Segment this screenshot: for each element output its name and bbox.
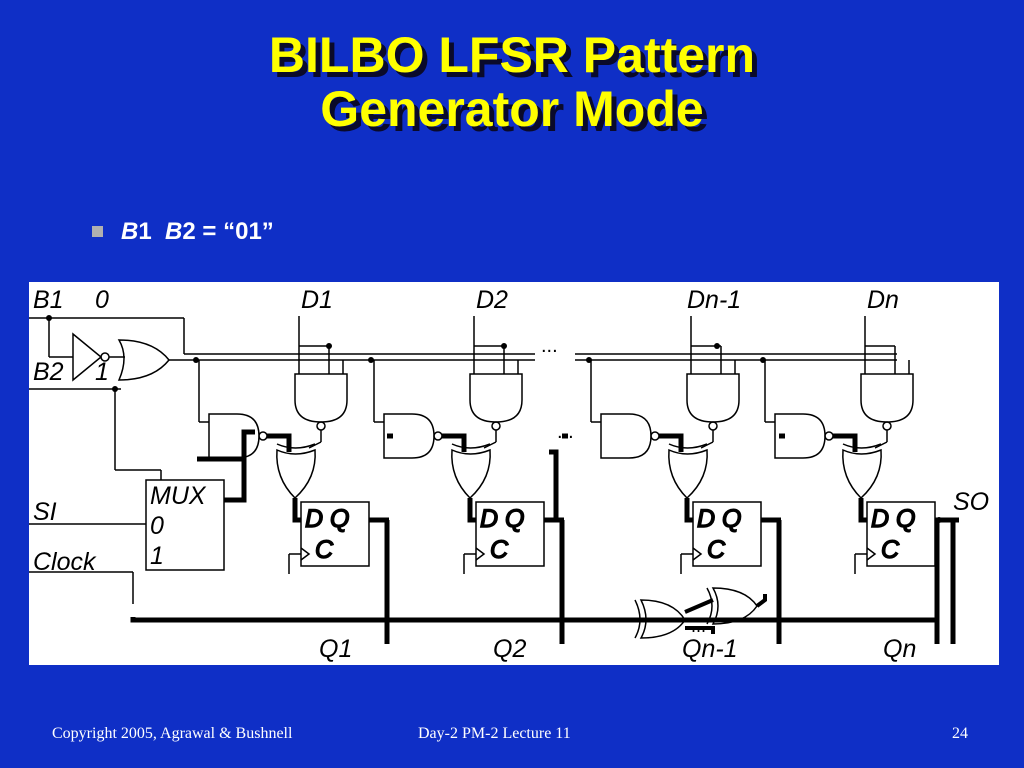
label-qn: Qn <box>883 635 916 663</box>
flipflop-dq-label: D Q <box>305 505 349 533</box>
label-b1: B1 <box>33 286 64 314</box>
label-zero: 0 <box>95 286 109 314</box>
lfsr-stage: D Q C <box>764 316 956 644</box>
footer-page-number: 24 <box>952 725 968 742</box>
label-d1: D1 <box>301 286 333 314</box>
bullet-item: B1 B2 = “01” <box>92 218 274 246</box>
flipflop-c-label: C <box>881 536 900 564</box>
flipflop-dq-label: D Q <box>871 505 915 533</box>
title-shadow-line2: Generator Mode <box>325 86 709 142</box>
lfsr-stage: D Q C <box>590 316 785 644</box>
label-b2: B2 <box>33 358 64 386</box>
label-one: 1 <box>95 358 109 386</box>
label-dn: Dn <box>867 286 899 314</box>
mux-title: MUX <box>150 482 207 510</box>
flipflop-c-label: C <box>490 536 509 564</box>
dots-bottom: ... <box>585 605 602 627</box>
title-shadow-line1: BILBO LFSR Pattern <box>273 32 761 88</box>
label-clock: Clock <box>33 548 97 576</box>
title-line1: BILBO LFSR Pattern <box>268 27 756 83</box>
mux-input-1: 1 <box>150 542 164 570</box>
label-q2: Q2 <box>493 635 526 663</box>
label-so: SO <box>953 488 989 516</box>
flipflop-c-label: C <box>707 536 726 564</box>
bullet-b2-italic: B <box>165 218 183 245</box>
label-si: SI <box>33 498 57 526</box>
label-q1: Q1 <box>319 635 352 663</box>
footer-copyright: Copyright 2005, Agrawal & Bushnell <box>52 725 293 742</box>
slide-title: BILBO LFSR Pattern Generator Mode <box>0 28 1024 136</box>
bullet-b1-italic: B <box>121 218 139 245</box>
label-d2: D2 <box>476 286 508 314</box>
dots-mid: ... <box>557 421 574 443</box>
label-dn1: Dn-1 <box>687 286 741 314</box>
flipflop-c-label: C <box>315 536 334 564</box>
title-line2: Generator Mode <box>320 81 704 137</box>
label-qn1: Qn-1 <box>682 635 738 663</box>
flipflop-dq-label: D Q <box>697 505 741 533</box>
lfsr-stage: D Q C <box>198 316 393 644</box>
slide-title-shadow: BILBO LFSR Pattern Generator Mode <box>5 33 1024 141</box>
lfsr-stage: D Q C <box>373 316 568 644</box>
dots-feedback: ... <box>691 616 706 636</box>
bullet-rest: 2 = “01” <box>182 218 274 245</box>
bullet-one: 1 <box>138 218 152 245</box>
bilbo-circuit-diagram: D Q C D Q C D Q C D Q C B1 0 B2 1 SI Clock SO D… <box>29 282 999 665</box>
footer-lecture: Day-2 PM-2 Lecture 11 <box>418 725 571 742</box>
dots-top: ... <box>541 335 558 357</box>
bullet-square-icon <box>92 226 103 237</box>
mux-input-0: 0 <box>150 512 164 540</box>
flipflop-dq-label: D Q <box>480 505 524 533</box>
